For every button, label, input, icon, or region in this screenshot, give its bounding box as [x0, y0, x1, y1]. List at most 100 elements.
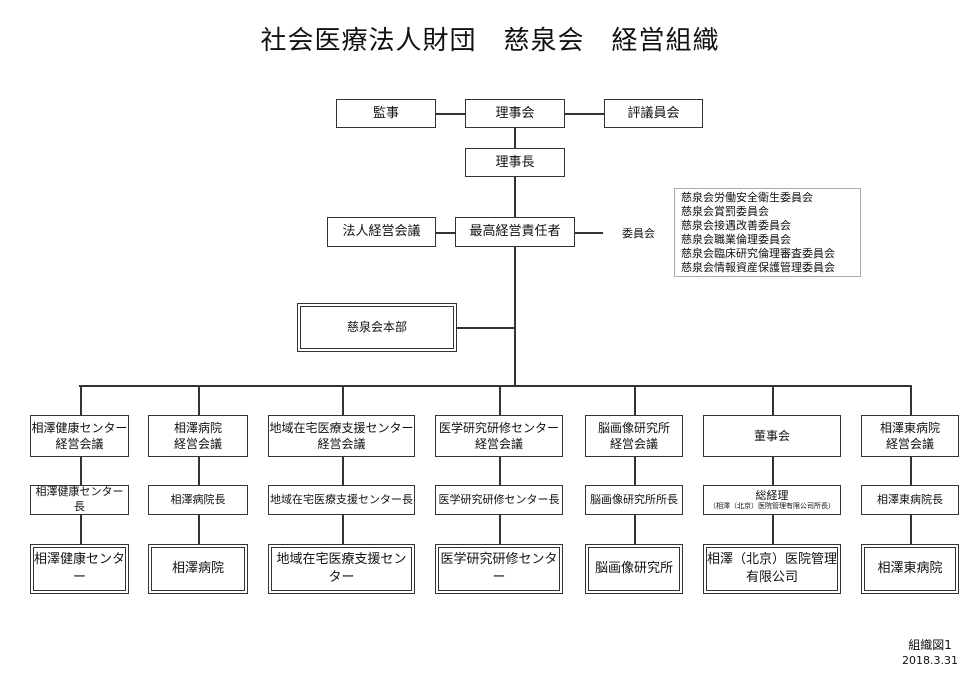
facility-box: 相澤病院	[148, 544, 248, 594]
connector	[198, 385, 200, 415]
box-text: 経営会議	[885, 437, 934, 451]
branch-bar	[79, 385, 911, 387]
connector	[499, 385, 501, 415]
councilors-label: 評議員会	[627, 105, 680, 121]
head-box: 相澤健康センター長	[30, 485, 129, 515]
box-text: 経営会議	[173, 437, 222, 451]
connector	[499, 457, 501, 485]
corporate-meeting-label: 法人経営会議	[342, 224, 421, 240]
connector	[342, 385, 344, 415]
box-text: 有限公司	[745, 570, 798, 585]
connector	[80, 457, 82, 485]
connector	[772, 515, 774, 544]
committee-list: 慈泉会労働安全衛生委員会 慈泉会賞罰委員会 慈泉会接遇改善委員会 慈泉会職業倫理…	[674, 188, 861, 277]
box-text: 相澤東病院	[879, 420, 940, 435]
auditor-label: 監事	[372, 105, 399, 121]
chairman-box: 理事長	[465, 148, 565, 177]
committee-item: 慈泉会職業倫理委員会	[681, 233, 791, 246]
box-text: 相澤病院	[171, 561, 224, 577]
box-text: 相澤健康センター	[34, 552, 126, 585]
box-text: 相澤病院	[173, 420, 222, 435]
connector	[575, 232, 603, 234]
box-text: 相澤健康センター	[31, 420, 128, 435]
head-box: 相澤病院長	[148, 485, 248, 515]
connector	[634, 515, 636, 544]
connector	[436, 232, 455, 234]
connector	[772, 457, 774, 485]
ceo-box: 最高経営責任者	[455, 217, 575, 247]
connector	[499, 515, 501, 544]
meeting-box: 相澤健康センター経営会議	[30, 415, 129, 457]
head-label: 相澤病院長	[170, 492, 226, 506]
meeting-box: 地域在宅医療支援センター経営会議	[268, 415, 415, 457]
auditor-box: 監事	[336, 99, 436, 128]
box-text: 相澤東病院	[877, 561, 943, 577]
date-label: 2018.3.31	[902, 654, 958, 667]
head-label: 相澤健康センター長	[35, 485, 124, 513]
connector	[565, 113, 604, 115]
box-text: 経営会議	[55, 437, 104, 451]
facility-box: 相澤東病院	[861, 544, 959, 594]
connector	[342, 457, 344, 485]
head-label: 相澤東病院長	[877, 492, 943, 506]
connector	[634, 385, 636, 415]
box-text: 医学研究研修センター	[440, 552, 558, 585]
facility-box: 地域在宅医療支援センター	[268, 544, 415, 594]
connector	[80, 385, 82, 415]
head-box: 地域在宅医療支援センター長	[268, 485, 415, 515]
box-text: 経営会議	[474, 437, 523, 451]
connector	[457, 327, 515, 329]
chairman-label: 理事長	[495, 154, 535, 170]
committee-item: 慈泉会労働安全衛生委員会	[681, 191, 813, 204]
headquarters-box: 慈泉会本部	[297, 303, 457, 352]
box-text: 脳画像研究所	[594, 561, 673, 577]
connector	[198, 515, 200, 544]
connector	[198, 457, 200, 485]
connector	[80, 515, 82, 544]
meeting-box: 相澤東病院経営会議	[861, 415, 959, 457]
box-text: 地域在宅医療支援センター	[269, 420, 414, 435]
connector	[342, 515, 344, 544]
board-label: 理事会	[495, 105, 535, 121]
meeting-box: 医学研究研修センター経営会議	[435, 415, 563, 457]
head-label: 医学研究研修センター長	[438, 492, 560, 506]
box-text: 医学研究研修センター	[438, 420, 559, 435]
box-text: 経営会議	[609, 437, 658, 451]
box-text: 董事会	[753, 428, 790, 443]
connector	[910, 515, 912, 544]
footer: 組織図1 2018.3.31	[902, 637, 958, 669]
trunk-connector	[514, 247, 516, 385]
connector	[910, 385, 912, 415]
committee-item: 慈泉会臨床研究倫理審査委員会	[681, 247, 835, 260]
headquarters-label: 慈泉会本部	[346, 320, 407, 335]
head-label: 地域在宅医療支援センター長	[270, 492, 413, 506]
committee-item: 慈泉会接遇改善委員会	[681, 219, 791, 232]
meeting-box: 董事会	[703, 415, 841, 457]
connector	[910, 457, 912, 485]
councilors-box: 評議員会	[604, 99, 703, 128]
head-box: 総経理（相澤（北京）医院管理有限公司所長）	[703, 485, 841, 515]
head-box: 医学研究研修センター長	[435, 485, 563, 515]
facility-box: 相澤健康センター	[30, 544, 129, 594]
committee-item: 慈泉会賞罰委員会	[681, 205, 769, 218]
meeting-box: 相澤病院経営会議	[148, 415, 248, 457]
connector	[436, 113, 465, 115]
head-sub-label: （相澤（北京）医院管理有限公司所長）	[709, 502, 835, 511]
head-label: 総経理	[755, 489, 789, 503]
board-box: 理事会	[465, 99, 565, 128]
ceo-label: 最高経営責任者	[469, 224, 561, 240]
box-text: 経営会議	[317, 437, 366, 451]
meeting-box: 脳画像研究所経営会議	[585, 415, 683, 457]
figure-label: 組織図1	[908, 638, 952, 652]
facility-box: 医学研究研修センター	[435, 544, 563, 594]
head-label: 脳画像研究所所長	[590, 492, 678, 506]
committee-label: 委員会	[622, 227, 655, 240]
box-text: 脳画像研究所	[597, 420, 670, 435]
connector	[514, 177, 516, 217]
page-title: 社会医療法人財団 慈泉会 経営組織	[260, 26, 720, 56]
committee-item: 慈泉会情報資産保護管理委員会	[681, 261, 835, 274]
connector	[514, 128, 516, 148]
facility-box: 脳画像研究所	[585, 544, 683, 594]
box-text: 地域在宅医療支援センター	[276, 552, 407, 585]
box-text: 相澤（北京）医院管理	[707, 552, 838, 568]
